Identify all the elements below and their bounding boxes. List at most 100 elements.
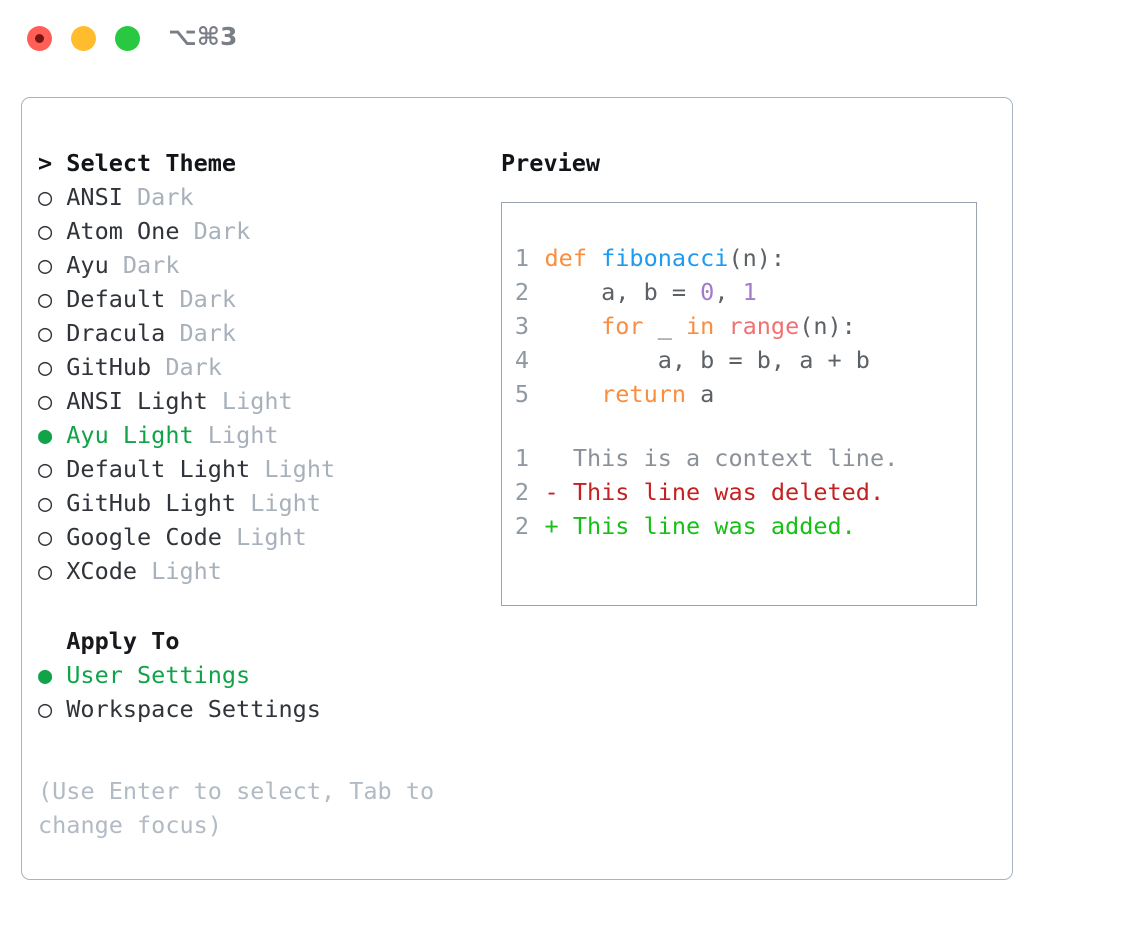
main-panel: > Select Theme ○ ANSI Dark ○ Atom One Da… [21,97,1013,880]
radio-icon-selected[interactable]: ● [38,661,67,689]
theme-name: Atom One [66,217,180,245]
radio-icon[interactable]: ○ [38,319,67,347]
select-theme-prefix: > [38,149,67,177]
theme-kind: Light [151,557,222,585]
code-line: 2 a, b = 0, 1 [512,275,970,309]
theme-name: ANSI [66,183,123,211]
code-line: 5 return a [512,377,970,411]
close-button-icon[interactable] [27,26,52,51]
theme-option-xcode[interactable]: ○ XCode Light [38,554,478,588]
preview-heading: Preview [501,149,601,177]
code-token: _ [643,312,687,340]
keyboard-shortcut-label: ⌥⌘3 [168,22,238,51]
line-number: 5 [514,380,529,408]
radio-icon[interactable]: ○ [38,557,67,585]
apply-to-title: Apply To [66,627,180,655]
radio-icon-selected[interactable]: ● [38,421,67,449]
code-token: 0 [700,278,715,306]
select-theme-heading: > Select Theme [38,146,478,180]
diff-sign [545,444,573,472]
code-token: return [601,380,687,408]
theme-name: Google Code [66,523,222,551]
theme-option-atom-one[interactable]: ○ Atom One Dark [38,214,478,248]
code-token [714,312,728,340]
code-token: def [544,244,602,272]
code-token: a, b = b, a + b [544,346,870,374]
radio-icon[interactable]: ○ [38,217,67,245]
diff-sign: - [544,478,573,506]
radio-icon[interactable]: ○ [38,489,67,517]
radio-icon[interactable]: ○ [38,387,67,415]
theme-kind: Dark [179,285,237,313]
theme-name: Ayu [66,251,109,279]
theme-option-ansi[interactable]: ○ ANSI Dark [38,180,478,214]
code-token: (n): [799,312,856,340]
radio-icon[interactable]: ○ [38,251,67,279]
apply-option-workspace-settings[interactable]: ○ Workspace Settings [38,692,478,726]
code-token: in [686,312,715,340]
diff-line-added: 2+ This line was added. [512,509,970,543]
theme-name: XCode [66,557,138,585]
minimize-button-icon[interactable] [71,26,96,51]
code-token [545,312,602,340]
radio-icon[interactable]: ○ [38,183,67,211]
code-token: a [686,380,715,408]
code-token [545,380,602,408]
theme-option-dracula[interactable]: ○ Dracula Dark [38,316,478,350]
theme-option-ayu[interactable]: ○ Ayu Dark [38,248,478,282]
diff-text: This is a context line. [572,444,899,472]
theme-kind: Light [221,387,293,415]
radio-icon[interactable]: ○ [38,353,67,381]
radio-icon[interactable]: ○ [38,523,67,551]
theme-option-github-light[interactable]: ○ GitHub Light Light [38,486,478,520]
theme-kind: Dark [165,353,222,381]
code-line: 4 a, b = b, a + b [512,343,970,377]
theme-option-default-light[interactable]: ○ Default Light Light [38,452,478,486]
code-token: (n): [728,244,786,272]
theme-name: Dracula [66,319,166,347]
theme-option-ansi-light[interactable]: ○ ANSI Light Light [38,384,478,418]
radio-icon[interactable]: ○ [38,455,67,483]
code-token: for [601,312,644,340]
theme-kind: Light [250,489,321,517]
section-spacer [38,588,478,624]
theme-option-ayu-light[interactable]: ● Ayu Light Light [38,418,478,452]
theme-option-default[interactable]: ○ Default Dark [38,282,478,316]
theme-option-github[interactable]: ○ GitHub Dark [38,350,478,384]
theme-name: GitHub Light [66,489,237,517]
apply-option-user-settings[interactable]: ● User Settings [38,658,478,692]
diff-line-deleted: 2- This line was deleted. [512,475,970,509]
theme-name: ANSI Light [66,387,208,415]
apply-option-label: User Settings [66,661,251,689]
radio-icon[interactable]: ○ [38,695,67,723]
code-token: range [728,312,800,340]
theme-kind: Light [236,523,307,551]
theme-kind: Light [207,421,279,449]
line-number: 1 [514,444,529,472]
traffic-light-controls [27,26,140,51]
code-token: 1 [742,278,757,306]
theme-kind: Light [264,455,336,483]
theme-kind: Dark [122,251,180,279]
maximize-button-icon[interactable] [115,26,140,51]
diff-spacer [512,411,970,441]
theme-name: Default Light [66,455,251,483]
diff-text: This line was deleted. [572,478,885,506]
diff-sign: + [544,512,573,540]
radio-icon[interactable]: ○ [38,285,67,313]
theme-option-google-code[interactable]: ○ Google Code Light [38,520,478,554]
theme-selector-column: > Select Theme ○ ANSI Dark ○ Atom One Da… [38,146,478,842]
line-number: 2 [514,512,529,540]
line-number: 3 [514,312,529,340]
keyboard-hint-text: (Use Enter to select, Tab to change focu… [38,777,449,839]
apply-option-label: Workspace Settings [66,695,321,723]
title-bar: ⌥⌘3 [0,0,1140,78]
theme-name: Ayu Light [66,421,194,449]
theme-name: Default [66,285,166,313]
select-theme-title: Select Theme [66,149,237,177]
line-number: 2 [514,478,529,506]
